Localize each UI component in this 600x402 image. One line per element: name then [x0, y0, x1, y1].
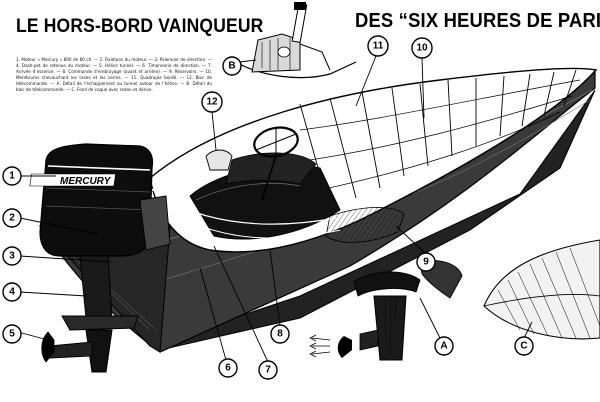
detail-b-control-block	[235, 2, 357, 79]
svg-text:C: C	[520, 341, 527, 352]
caption-legend: 1. Moteur « Mercury » 800 de 80 ch. — 2.…	[16, 58, 212, 94]
callout-8: 8	[270, 324, 290, 344]
svg-text:5: 5	[9, 329, 15, 340]
title-left: LE HORS-BORD VAINQUEUR	[16, 16, 264, 37]
callout-3: 3	[2, 246, 22, 266]
callout-a: A	[434, 336, 454, 356]
svg-text:10: 10	[416, 43, 428, 54]
svg-text:8: 8	[277, 329, 283, 340]
svg-text:3: 3	[9, 251, 15, 262]
svg-text:B: B	[228, 61, 235, 72]
callout-b: B	[222, 56, 242, 76]
detail-a-exhaust	[309, 260, 463, 361]
svg-text:A: A	[440, 341, 447, 352]
callout-c: C	[514, 336, 534, 356]
title-right: DES “SIX HEURES DE PARIS”	[355, 10, 600, 32]
leader-lines	[17, 55, 533, 363]
callout-4: 4	[2, 282, 22, 302]
svg-text:1: 1	[9, 171, 15, 182]
svg-text:6: 6	[225, 363, 231, 374]
svg-text:2: 2	[9, 213, 15, 224]
callout-7: 7	[258, 360, 278, 380]
svg-text:12: 12	[206, 97, 218, 108]
callout-2: 2	[2, 208, 22, 228]
detail-c-hull-bottom	[483, 239, 600, 340]
callout-1: 1	[2, 166, 22, 186]
callout-10: 10	[411, 37, 433, 59]
svg-text:7: 7	[265, 365, 271, 376]
svg-text:11: 11	[373, 41, 384, 52]
svg-text:9: 9	[423, 257, 429, 268]
callout-6: 6	[218, 358, 238, 378]
callout-9: 9	[416, 252, 436, 272]
callout-12: 12	[201, 91, 223, 113]
svg-text:4: 4	[9, 287, 15, 298]
engine-brand-label: MERCURY	[60, 176, 112, 187]
callout-5: 5	[2, 324, 22, 344]
callout-11: 11	[367, 35, 389, 57]
